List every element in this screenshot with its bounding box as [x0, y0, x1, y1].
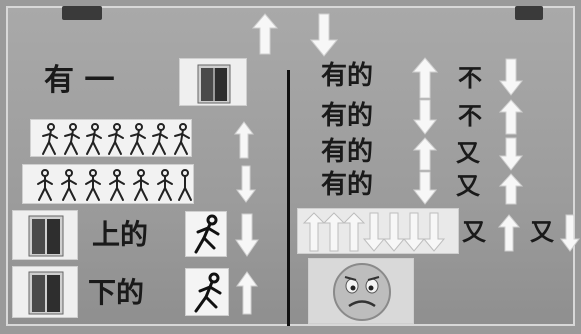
right-line1-suffix: 不 [458, 64, 482, 92]
up-arrow-icon [234, 121, 254, 159]
down-arrow-icon [498, 58, 524, 96]
down-arrow-icon [235, 213, 259, 257]
top-right-clip [515, 6, 543, 20]
stick-figure-runner-icon [37, 169, 192, 201]
down-arrow-icon [498, 137, 524, 171]
stick-figure-runner-icon [194, 272, 222, 313]
elevator-card [179, 58, 247, 106]
up-arrow-icon [411, 57, 439, 99]
stick-figure-runner-icon [194, 214, 220, 254]
elevator-card-up [12, 210, 78, 260]
down-arrow-icon [560, 214, 580, 252]
up-arrow-icon [498, 99, 524, 135]
left-row5-text: 下的 [88, 276, 145, 309]
sad-face-card [308, 258, 414, 324]
down-arrow-icon [309, 13, 339, 57]
down-arrow-icon [412, 171, 438, 205]
left-row4-text: 上的 [92, 218, 149, 251]
up-arrow-icon [498, 173, 524, 205]
tail-char-2: 又 [530, 218, 554, 246]
right-line2-suffix: 不 [458, 102, 482, 130]
top-left-clip [62, 6, 102, 20]
up-down-arrows-icon [302, 212, 446, 252]
elevator-icon [197, 64, 231, 104]
right-line3-text: 有的 [321, 137, 374, 167]
up-arrow-icon [251, 13, 279, 55]
right-line4-suffix: 又 [456, 172, 480, 200]
stick-figure-runner-icon [42, 123, 190, 155]
up-arrow-icon [236, 271, 258, 315]
left-row1-text: 有 一 [44, 63, 115, 98]
right-line4-text: 有的 [321, 170, 374, 200]
down-arrow-icon [236, 165, 256, 203]
runner-card-up [185, 211, 227, 257]
down-arrow-icon [412, 99, 438, 135]
right-line1-text: 有的 [321, 61, 374, 91]
mixed-arrows-card [297, 208, 459, 254]
runners-card-2 [22, 164, 194, 204]
up-arrow-icon [497, 214, 521, 252]
up-arrow-icon [412, 137, 438, 171]
sad-face-icon [333, 263, 391, 321]
tail-char-1: 又 [462, 218, 486, 246]
runners-card-1 [30, 119, 192, 157]
divider-line [287, 70, 290, 326]
elevator-card-down [12, 266, 78, 318]
runner-card-down [185, 268, 229, 316]
elevator-icon [28, 215, 64, 257]
right-line3-suffix: 又 [456, 139, 480, 167]
right-line2-text: 有的 [321, 101, 374, 131]
elevator-icon [28, 271, 64, 315]
